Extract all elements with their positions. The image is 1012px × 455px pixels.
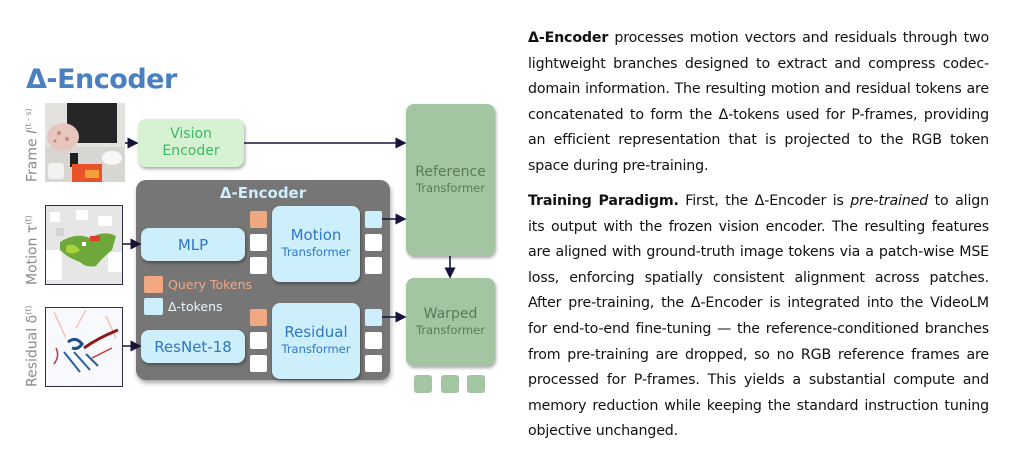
vision-encoder-block: Vision Encoder: [138, 119, 244, 167]
residual-input-token: [250, 332, 267, 349]
mlp-label: MLP: [177, 235, 209, 254]
motion-delta-token: [365, 211, 382, 228]
para2-bold-lead: Training Paradigm.: [528, 193, 679, 209]
motion-output-token: [365, 257, 382, 274]
warped-transformer-sub: Transformer: [415, 323, 485, 337]
reference-transformer-sub: Transformer: [415, 181, 485, 195]
resnet-label: ResNet-18: [154, 337, 232, 356]
warped-transformer-block: Warped Transformer: [406, 278, 495, 366]
paragraph-delta-encoder: Δ-Encoder processes motion vectors and r…: [528, 26, 989, 180]
vision-encoder-line2: Encoder: [162, 143, 220, 159]
frame-photo-illustration: [45, 103, 125, 182]
residual-map-illustration: [46, 308, 122, 386]
output-token: [467, 375, 485, 393]
residual-query-token: [250, 309, 267, 326]
motion-query-token: [250, 211, 267, 228]
para2-italic: pre-trained: [850, 193, 929, 209]
figure-title: Δ-Encoder: [26, 64, 177, 95]
motion-transformer-name: Motion: [290, 226, 342, 244]
residual-input-token: [250, 355, 267, 372]
warped-transformer-name: Warped: [423, 306, 478, 322]
residual-delta-token: [365, 309, 382, 326]
residual-image: [45, 307, 123, 387]
motion-transformer-sub: Transformer: [281, 245, 351, 259]
paragraph-training-paradigm: Training Paradigm. First, the Δ-Encoder …: [528, 189, 989, 445]
reference-transformer-name: Reference: [415, 164, 486, 180]
para1-body: processes motion vectors and residuals t…: [528, 30, 989, 174]
legend-query-label: Query Tokens: [168, 277, 253, 292]
delta-encoder-panel-title: Δ-Encoder: [219, 184, 307, 202]
motion-input-token: [250, 234, 267, 251]
output-token: [414, 375, 432, 393]
frame-image: [45, 103, 125, 182]
output-token: [441, 375, 459, 393]
reference-transformer-block: Reference Transformer: [406, 104, 495, 256]
para2-body-b: to align its output with the frozen visi…: [528, 193, 989, 440]
motion-transformer-block: Motion Transformer: [272, 206, 360, 282]
motion-map-illustration: [46, 206, 122, 284]
vision-encoder-line1: Vision: [170, 126, 212, 142]
legend-delta-label: Δ-tokens: [168, 299, 223, 314]
residual-transformer-sub: Transformer: [281, 342, 351, 356]
residual-transformer-block: Residual Transformer: [272, 303, 360, 379]
motion-output-token: [365, 234, 382, 251]
para2-body-a: First, the Δ-Encoder is: [678, 193, 851, 209]
legend-delta-swatch: [144, 298, 163, 315]
para1-bold-lead: Δ-Encoder: [528, 30, 609, 46]
residual-output-token: [365, 355, 382, 372]
arrows-layer: [123, 137, 456, 352]
residual-transformer-name: Residual: [284, 323, 348, 341]
motion-vector-image: [45, 205, 123, 285]
resnet-block: ResNet-18: [141, 330, 245, 363]
mlp-block: MLP: [141, 228, 245, 261]
legend-query-swatch: [144, 276, 163, 293]
residual-output-token: [365, 332, 382, 349]
motion-input-token: [250, 257, 267, 274]
